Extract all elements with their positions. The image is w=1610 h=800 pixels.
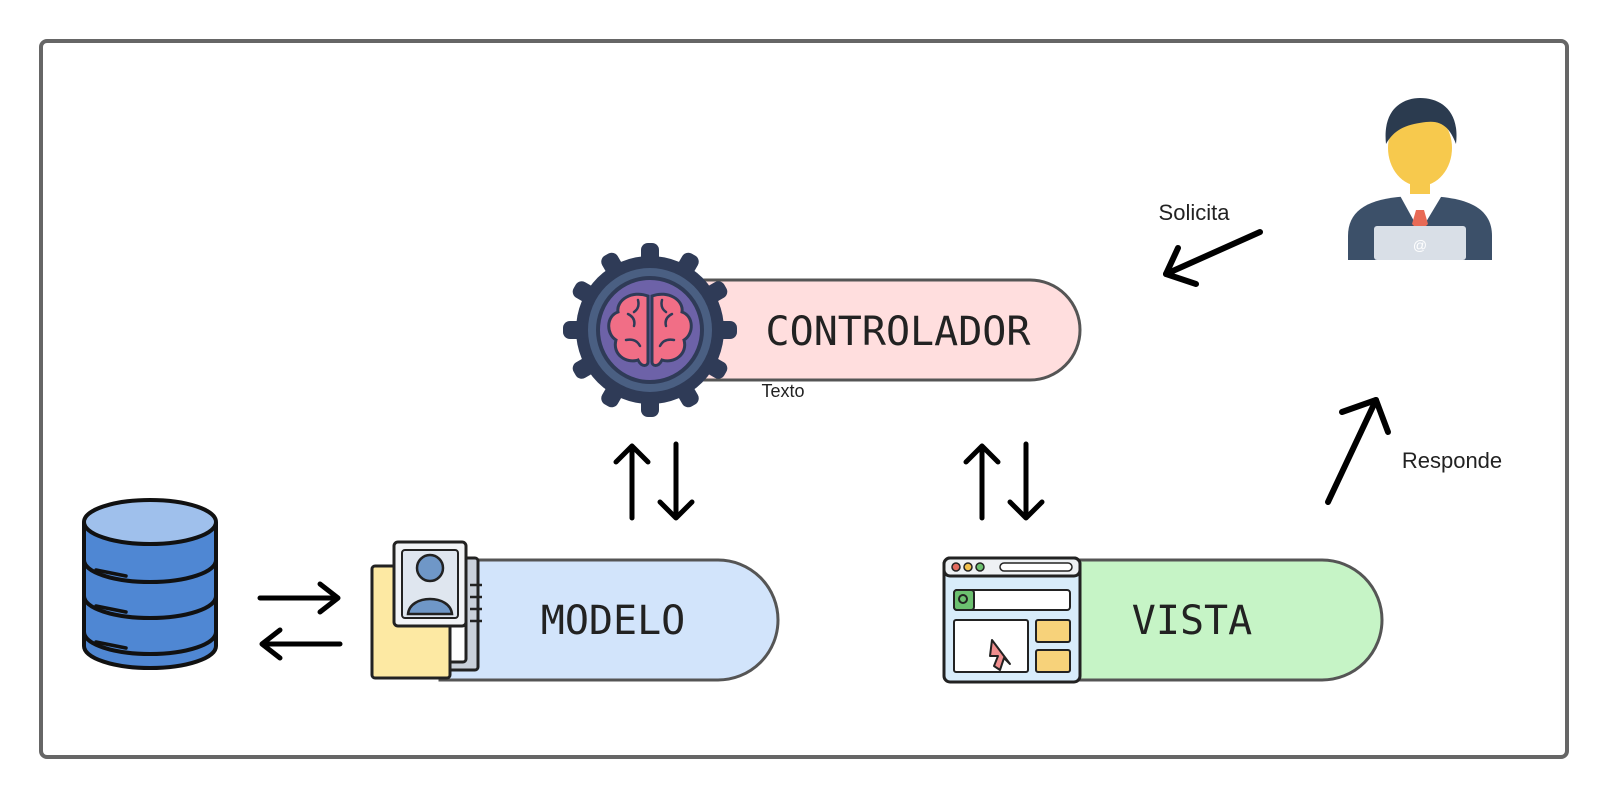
model-node — [438, 558, 780, 682]
controller-model-arrows — [613, 441, 695, 521]
browser-window-icon — [942, 556, 1082, 684]
svg-text:@: @ — [1413, 237, 1427, 253]
request-label: Solicita — [1159, 200, 1231, 225]
user-with-laptop-icon: @ — [1348, 98, 1492, 260]
database-model-arrows — [257, 581, 343, 661]
view-label: VISTA — [1132, 598, 1252, 644]
document-folder-icon — [370, 540, 482, 680]
view-node — [1048, 558, 1384, 682]
response-arrow — [1325, 397, 1391, 505]
controller-view-arrows — [963, 441, 1045, 521]
controller-node — [698, 278, 1082, 382]
controller-caption: Texto — [761, 381, 804, 401]
database-icon — [82, 498, 218, 670]
diagram-frame — [39, 39, 1569, 759]
response-label: Responde — [1402, 448, 1502, 473]
brain-gear-icon — [563, 243, 737, 417]
model-label: MODELO — [541, 598, 686, 644]
controller-label: CONTROLADOR — [766, 309, 1032, 355]
request-arrow — [1163, 229, 1263, 287]
